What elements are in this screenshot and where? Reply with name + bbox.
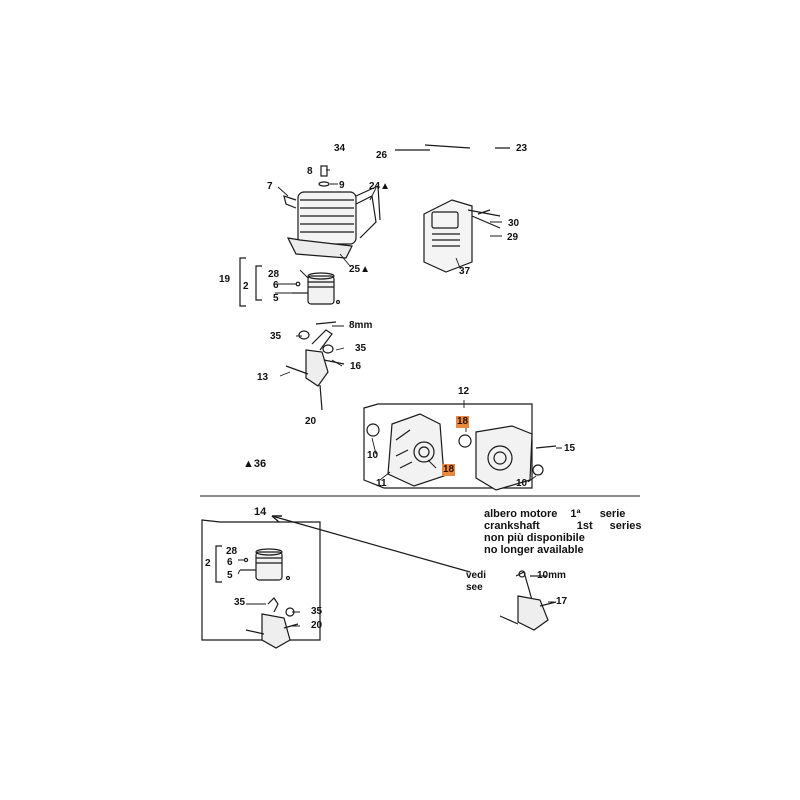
lower-bracket-2 (215, 545, 222, 583)
callout-18-top: 18 (456, 416, 470, 428)
lower-piston-drawing (240, 548, 291, 581)
callout-16: 16 (350, 361, 362, 372)
callout-fragment-34: 34 (334, 143, 346, 154)
lower-callout-28: 28 (226, 546, 238, 557)
lower-callout-35-left: 35 (234, 597, 246, 608)
note-line-2-text: crankshaft (484, 520, 540, 532)
note-line-4: no longer available (484, 544, 584, 556)
crankcase-group-frame (363, 403, 533, 489)
callout-37: 37 (459, 266, 471, 277)
lower-callout-10mm: 10mm (537, 570, 566, 581)
note-line-1: albero motore 1ª serie (484, 508, 641, 520)
see-arrow (271, 515, 471, 573)
callout-fragment-26: 26 (376, 150, 388, 161)
cylinder-drawing (283, 165, 381, 259)
lower-callout-6: 6 (227, 557, 233, 568)
callout-13: 13 (257, 372, 269, 383)
callout-8-bolt: 8 (307, 166, 313, 177)
note-line-2: crankshaft 1st series (484, 520, 641, 532)
note-line-1-series: serie (599, 508, 626, 520)
callout-18-bottom: 18 (442, 464, 456, 476)
see-label: see (466, 582, 483, 593)
crankshaft-note: albero motore 1ª serie crankshaft 1st se… (484, 508, 641, 556)
lower-callout-5: 5 (227, 570, 233, 581)
group-bracket-19 (239, 257, 246, 307)
callout-2: 2 (243, 281, 249, 292)
callout-19: 19 (219, 274, 231, 285)
leader-lines (237, 169, 562, 627)
callout-8mm: 8mm (349, 320, 373, 331)
callout-29: 29 (507, 232, 519, 243)
crankshaft-drawing (285, 321, 345, 411)
group-bracket-2 (255, 265, 262, 301)
callout-36: ▲36 (243, 458, 267, 470)
crankcase-half-right-drawing (458, 425, 557, 491)
lower-callout-2: 2 (205, 558, 211, 569)
callout-10-left: 10 (367, 450, 379, 461)
lower-callout-17: 17 (556, 596, 568, 607)
lower-callout-20: 20 (311, 620, 323, 631)
top-fragment-lines (395, 144, 510, 151)
callout-20: 20 (305, 416, 317, 427)
note-line-1-sup: 1ª (570, 508, 581, 520)
callout-30: 30 (508, 218, 520, 229)
note-line-2-sup: 1st (576, 520, 593, 532)
crankshaft-kit-frame (201, 519, 321, 641)
callout-35-right: 35 (355, 343, 367, 354)
callout-12: 12 (458, 386, 470, 397)
note-line-2-series: series (609, 520, 642, 532)
callout-24: 24▲ (369, 181, 391, 192)
callout-35-left: 35 (270, 331, 282, 342)
callout-10-right: 10 (516, 478, 528, 489)
crankcase-half-left-drawing (366, 413, 445, 487)
note-line-3: non più disponibile (484, 532, 585, 544)
callout-6: 6 (273, 280, 279, 291)
note-line-1-text: albero motore (484, 508, 558, 520)
callout-fragment-23: 23 (516, 143, 528, 154)
lower-callout-35-right: 35 (311, 606, 323, 617)
callout-9-washer: 9 (339, 180, 345, 191)
muffler-drawing (423, 199, 501, 273)
callout-5: 5 (273, 293, 279, 304)
callout-15: 15 (564, 443, 576, 454)
callout-14: 14 (254, 506, 267, 518)
callout-28: 28 (268, 269, 280, 280)
callout-7-spark-plug: 7 (267, 181, 273, 192)
callout-25: 25▲ (349, 264, 371, 275)
piston-drawing (292, 272, 341, 305)
callout-11: 11 (376, 478, 387, 489)
vedi-label: vedi (466, 570, 487, 581)
